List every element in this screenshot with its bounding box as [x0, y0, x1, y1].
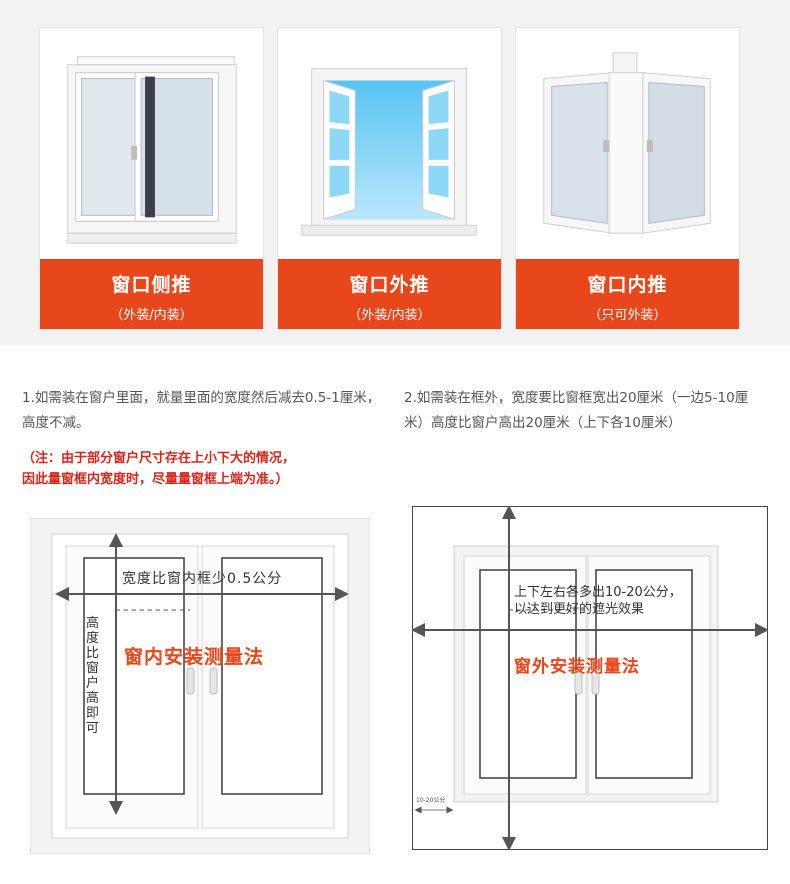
- card-subtitle: （外装/内装）: [348, 308, 431, 323]
- scale-label: 10-20公分: [416, 797, 446, 804]
- outside-mount-diagram: 上下左右各多出10-20公分， 以达到更好的遮光效果 窗外安装测量法 10-20…: [411, 505, 769, 851]
- extend-label: 上下左右各多出10-20公分， 以达到更好的遮光效果: [514, 584, 682, 618]
- sliding-window-icon: [67, 56, 237, 244]
- card-outward-window: 窗口外推 （外装/内装）: [277, 27, 502, 329]
- outside-diagram-title: 窗外安装测量法: [514, 657, 640, 677]
- card-sliding-window: 窗口侧推 （外装/内装）: [39, 27, 264, 329]
- inside-window-drawing: [29, 517, 371, 855]
- card-inward-window: 窗口内推 （只可外装）: [515, 27, 740, 329]
- inside-instruction: 1.如需装在窗户里面，就量里面的宽度然后减去0.5-1厘米，高度不减。: [22, 390, 381, 431]
- outside-window-drawing: [411, 505, 769, 851]
- note-line-1: （注：由于部分窗户尺寸存在上小下大的情况，: [22, 451, 296, 466]
- card-sliding-banner: 窗口侧推 （外装/内装）: [40, 259, 263, 329]
- extend-label-line-1: 上下左右各多出10-20公分，: [514, 585, 682, 600]
- height-label: 高度比窗户高即可: [86, 616, 100, 736]
- window-type-row: 窗口侧推 （外装/内装） 窗口外推 （外装/内装）: [0, 0, 790, 345]
- outward-window-icon: [301, 68, 477, 236]
- inside-mount-diagram: 宽度比窗内框少0.5公分 高度比窗户高即可 窗内安装测量法: [29, 517, 371, 855]
- card-title: 窗口内推: [587, 274, 668, 296]
- inward-window-icon: [543, 52, 711, 234]
- extend-label-line-2: 以达到更好的遮光效果: [514, 602, 645, 617]
- outside-instruction: 2.如需装在框外，宽度要比窗框宽出20厘米（一边5-10厘米）高度比窗户高出20…: [404, 390, 749, 431]
- width-label: 宽度比窗内框少0.5公分: [122, 571, 283, 587]
- card-title: 窗口外推: [349, 274, 430, 296]
- card-outward-banner: 窗口外推 （外装/内装）: [278, 259, 501, 329]
- card-subtitle: （外装/内装）: [110, 308, 193, 323]
- inside-diagram-title: 窗内安装测量法: [124, 646, 265, 668]
- card-inward-banner: 窗口内推 （只可外装）: [516, 259, 739, 329]
- card-title: 窗口侧推: [111, 274, 192, 296]
- note-line-2: 因此量窗框内宽度时，尽量量窗框上端为准。）: [22, 472, 289, 487]
- inside-note: （注：由于部分窗户尺寸存在上小下大的情况， 因此量窗框内宽度时，尽量量窗框上端为…: [22, 448, 402, 490]
- card-subtitle: （只可外装）: [588, 308, 667, 323]
